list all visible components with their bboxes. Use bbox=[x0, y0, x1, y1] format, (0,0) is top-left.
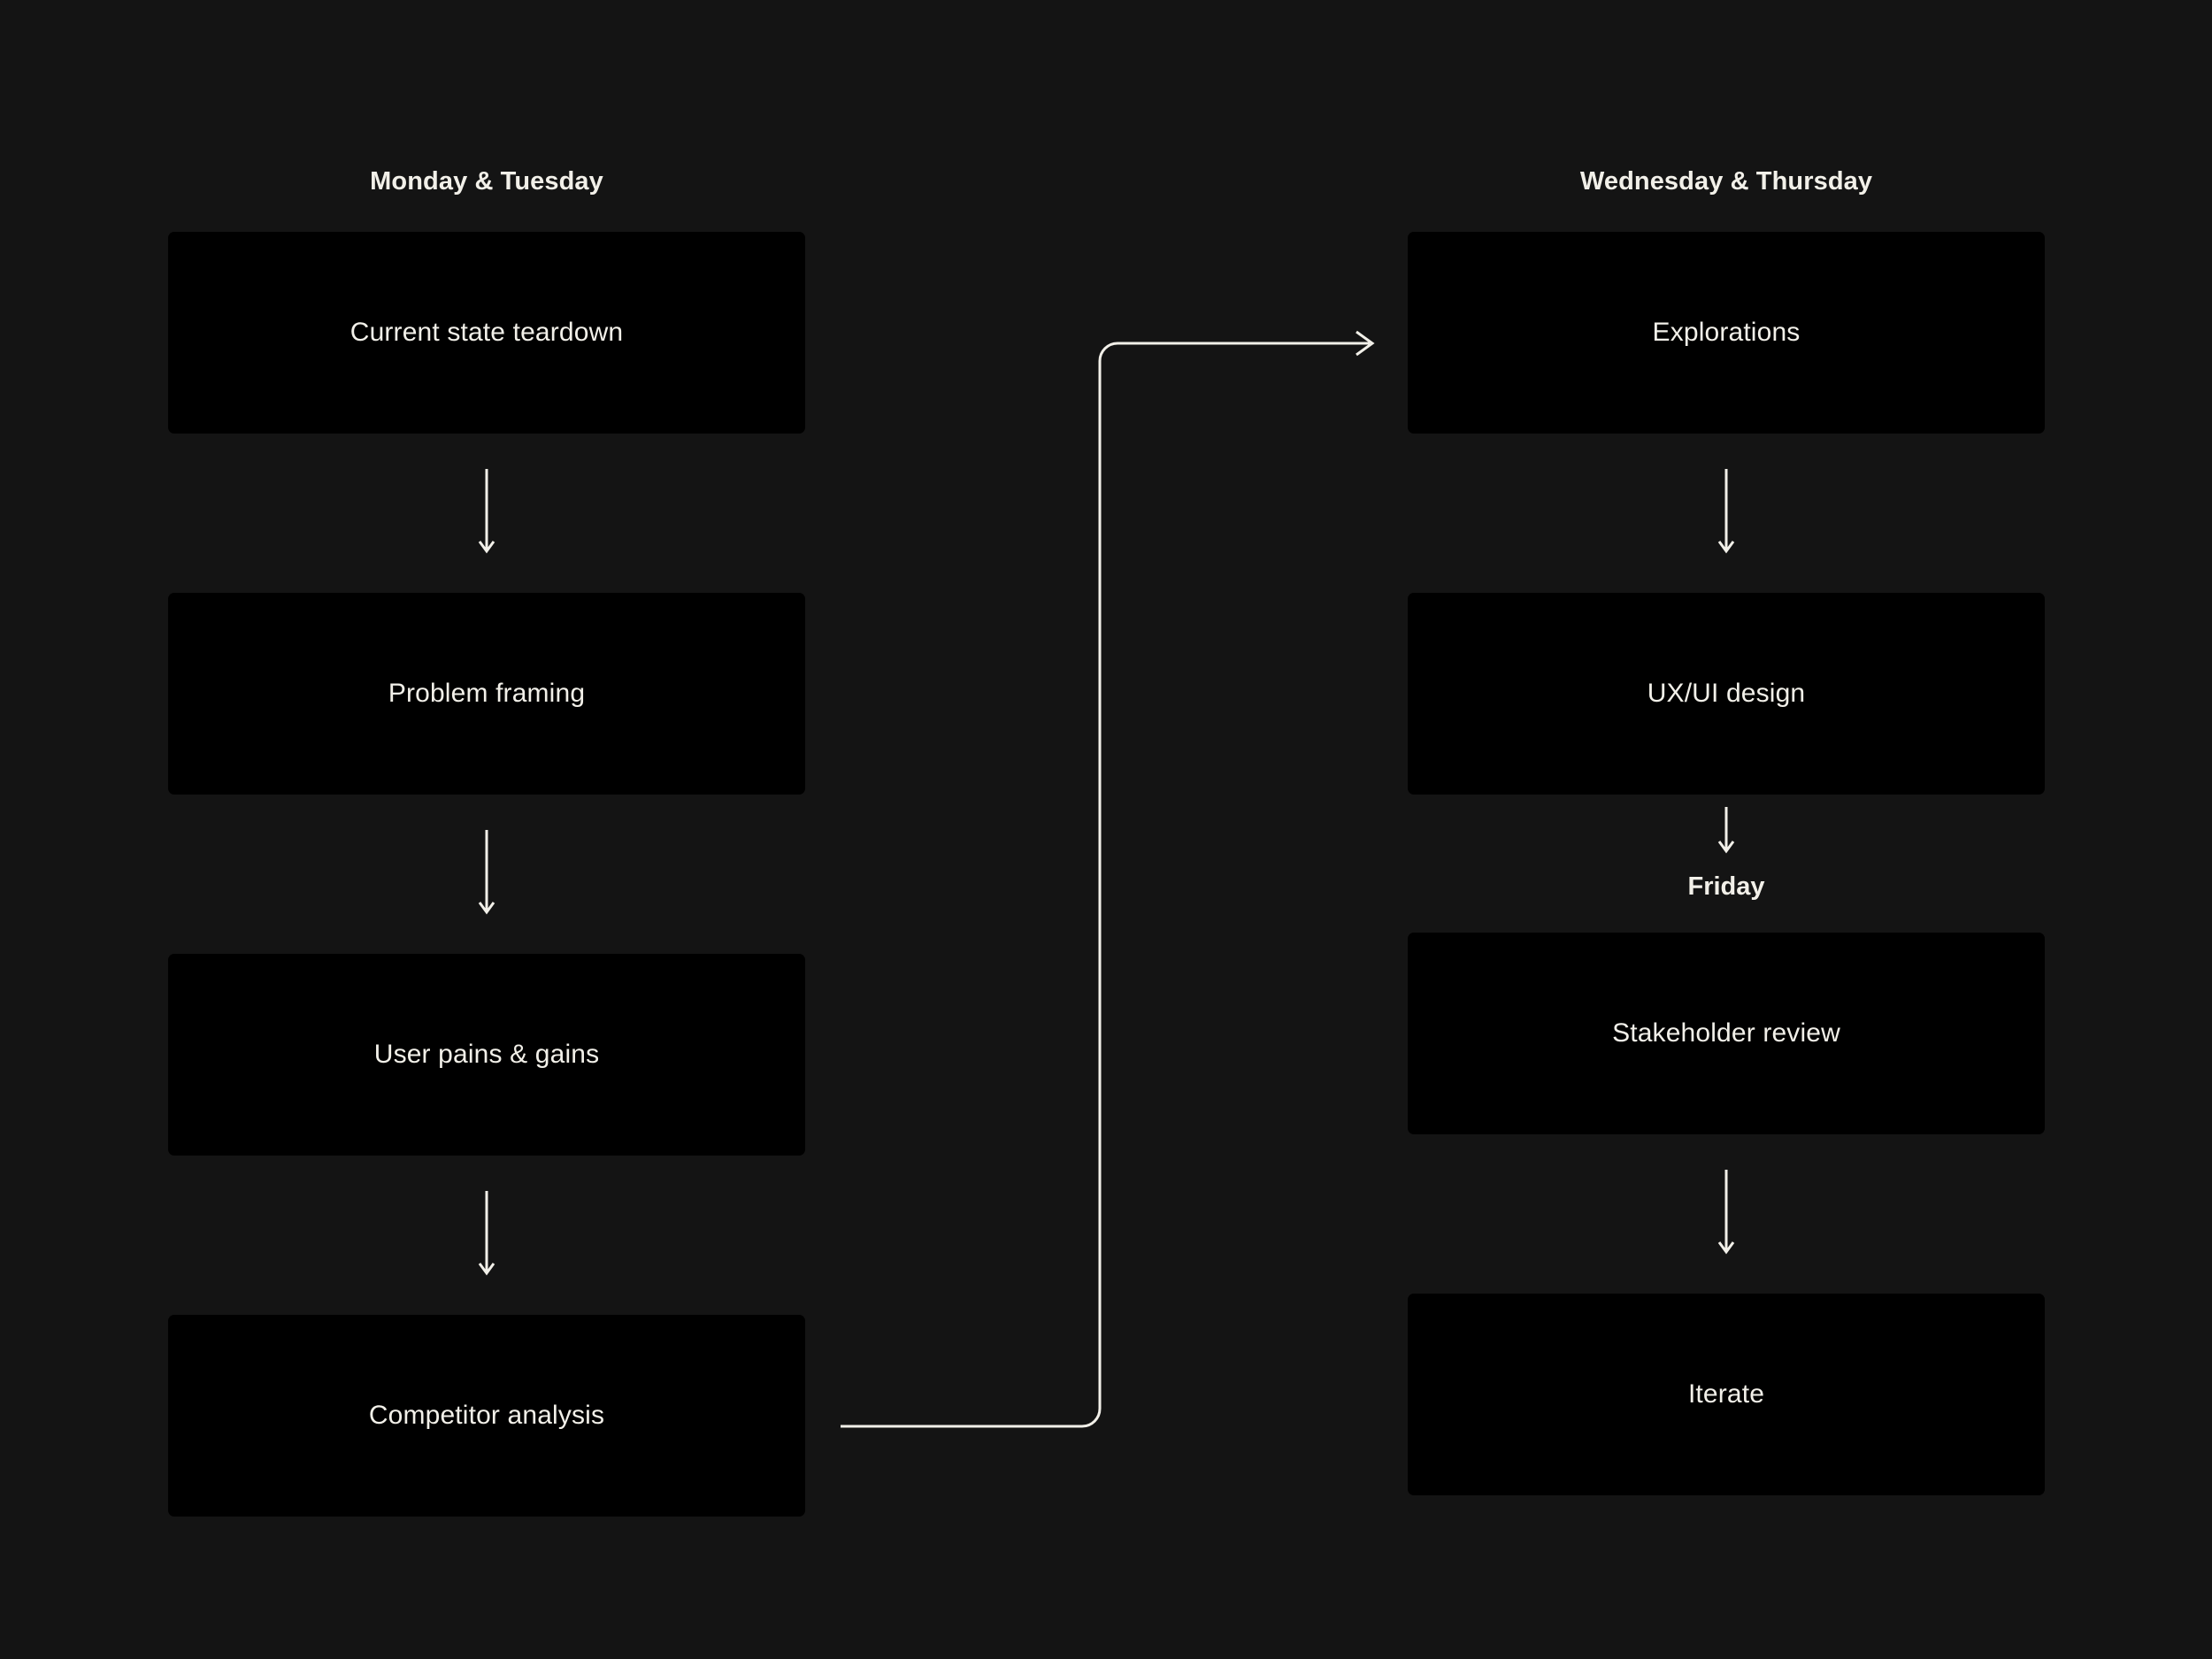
arrow-uxui-design-to-friday bbox=[1408, 795, 2045, 869]
down-arrow-icon bbox=[478, 469, 495, 554]
arrow-explorations-to-uxui-design bbox=[1408, 434, 2045, 593]
down-arrow-icon bbox=[478, 830, 495, 915]
down-arrow-icon bbox=[1717, 469, 1735, 554]
down-arrow-icon bbox=[478, 1191, 495, 1276]
card-label: Current state teardown bbox=[349, 318, 624, 347]
arrow-user-pains-to-competitor-analysis bbox=[168, 1156, 805, 1315]
down-arrow-icon bbox=[1717, 1170, 1735, 1255]
phase-friday-block: Friday bbox=[1408, 795, 2045, 933]
card-label: Stakeholder review bbox=[1612, 1018, 1840, 1048]
down-arrow-icon bbox=[1717, 807, 1735, 854]
card-label: User pains & gains bbox=[373, 1040, 600, 1069]
card-label: Competitor analysis bbox=[368, 1401, 605, 1430]
arrow-stakeholder-review-to-iterate bbox=[1408, 1134, 2045, 1294]
arrow-current-state-to-problem-framing bbox=[168, 434, 805, 593]
card-label: Problem framing bbox=[388, 679, 586, 708]
card-user-pains-and-gains[interactable]: User pains & gains bbox=[168, 954, 805, 1156]
card-competitor-analysis[interactable]: Competitor analysis bbox=[168, 1315, 805, 1517]
card-label: UX/UI design bbox=[1647, 679, 1806, 708]
card-label: Iterate bbox=[1687, 1379, 1765, 1409]
card-uxui-design[interactable]: UX/UI design bbox=[1408, 593, 2045, 795]
column-title-wednesday-thursday: Wednesday & Thursday bbox=[1579, 167, 1873, 196]
column-monday-tuesday: Monday & Tuesday Current state teardown … bbox=[168, 164, 805, 1517]
card-explorations[interactable]: Explorations bbox=[1408, 232, 2045, 434]
phase-spacer bbox=[1408, 904, 2045, 933]
card-label: Explorations bbox=[1652, 318, 1801, 347]
arrow-problem-framing-to-user-pains bbox=[168, 795, 805, 954]
card-iterate[interactable]: Iterate bbox=[1408, 1294, 2045, 1495]
card-current-state-teardown[interactable]: Current state teardown bbox=[168, 232, 805, 434]
card-stakeholder-review[interactable]: Stakeholder review bbox=[1408, 933, 2045, 1134]
card-problem-framing[interactable]: Problem framing bbox=[168, 593, 805, 795]
phase-title-friday: Friday bbox=[1687, 872, 1765, 901]
connector-arrowhead-icon bbox=[1356, 330, 1375, 357]
column-wednesday-thursday: Wednesday & Thursday Explorations UX/UI … bbox=[1408, 164, 2045, 1495]
connector-path bbox=[841, 342, 1370, 1428]
column-title-monday-tuesday: Monday & Tuesday bbox=[370, 167, 603, 196]
